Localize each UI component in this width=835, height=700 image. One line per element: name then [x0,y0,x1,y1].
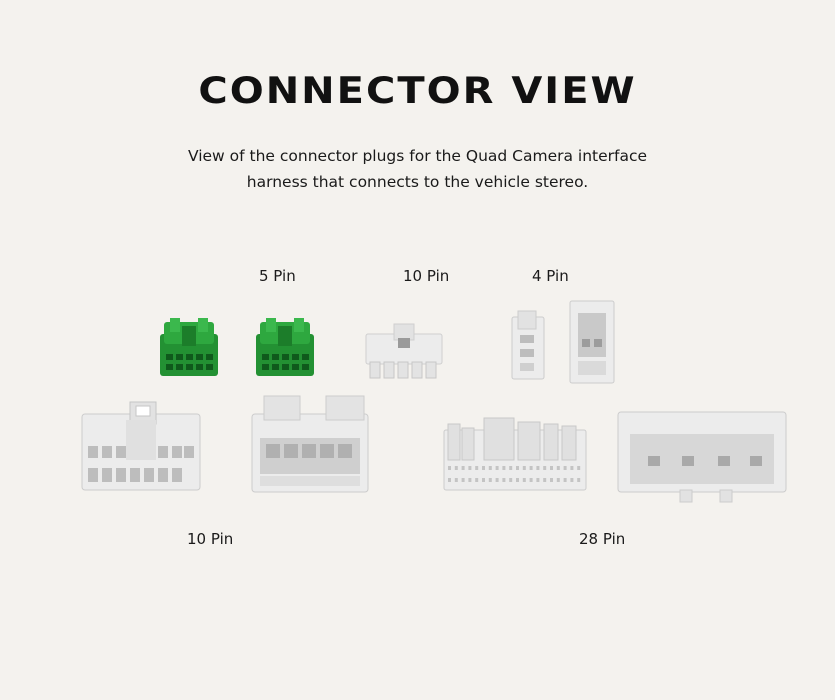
label-28-pin: 28 Pin [579,530,626,548]
white-4-pin-narrow-connector [511,310,545,380]
page-description: View of the connector plugs for the Quad… [187,147,648,191]
white-10-pin-large-connector [81,401,201,491]
white-10-pin-small-connector [365,323,443,379]
green-5-pin-connector-a [160,318,218,376]
white-28-pin-large-connector [617,411,787,503]
label-10-pin-top: 10 Pin [403,267,450,285]
green-5-pin-connector-b [256,318,314,376]
label-4-pin: 4 Pin [532,267,569,285]
white-28-pin-flat-connector [443,417,587,491]
label-5-pin: 5 Pin [259,267,296,285]
label-10-pin-bottom: 10 Pin [187,530,234,548]
page-title: CONNECTOR VIEW [198,69,637,113]
white-4-pin-box-connector [569,300,615,384]
white-10-pin-housing-connector [251,395,369,493]
